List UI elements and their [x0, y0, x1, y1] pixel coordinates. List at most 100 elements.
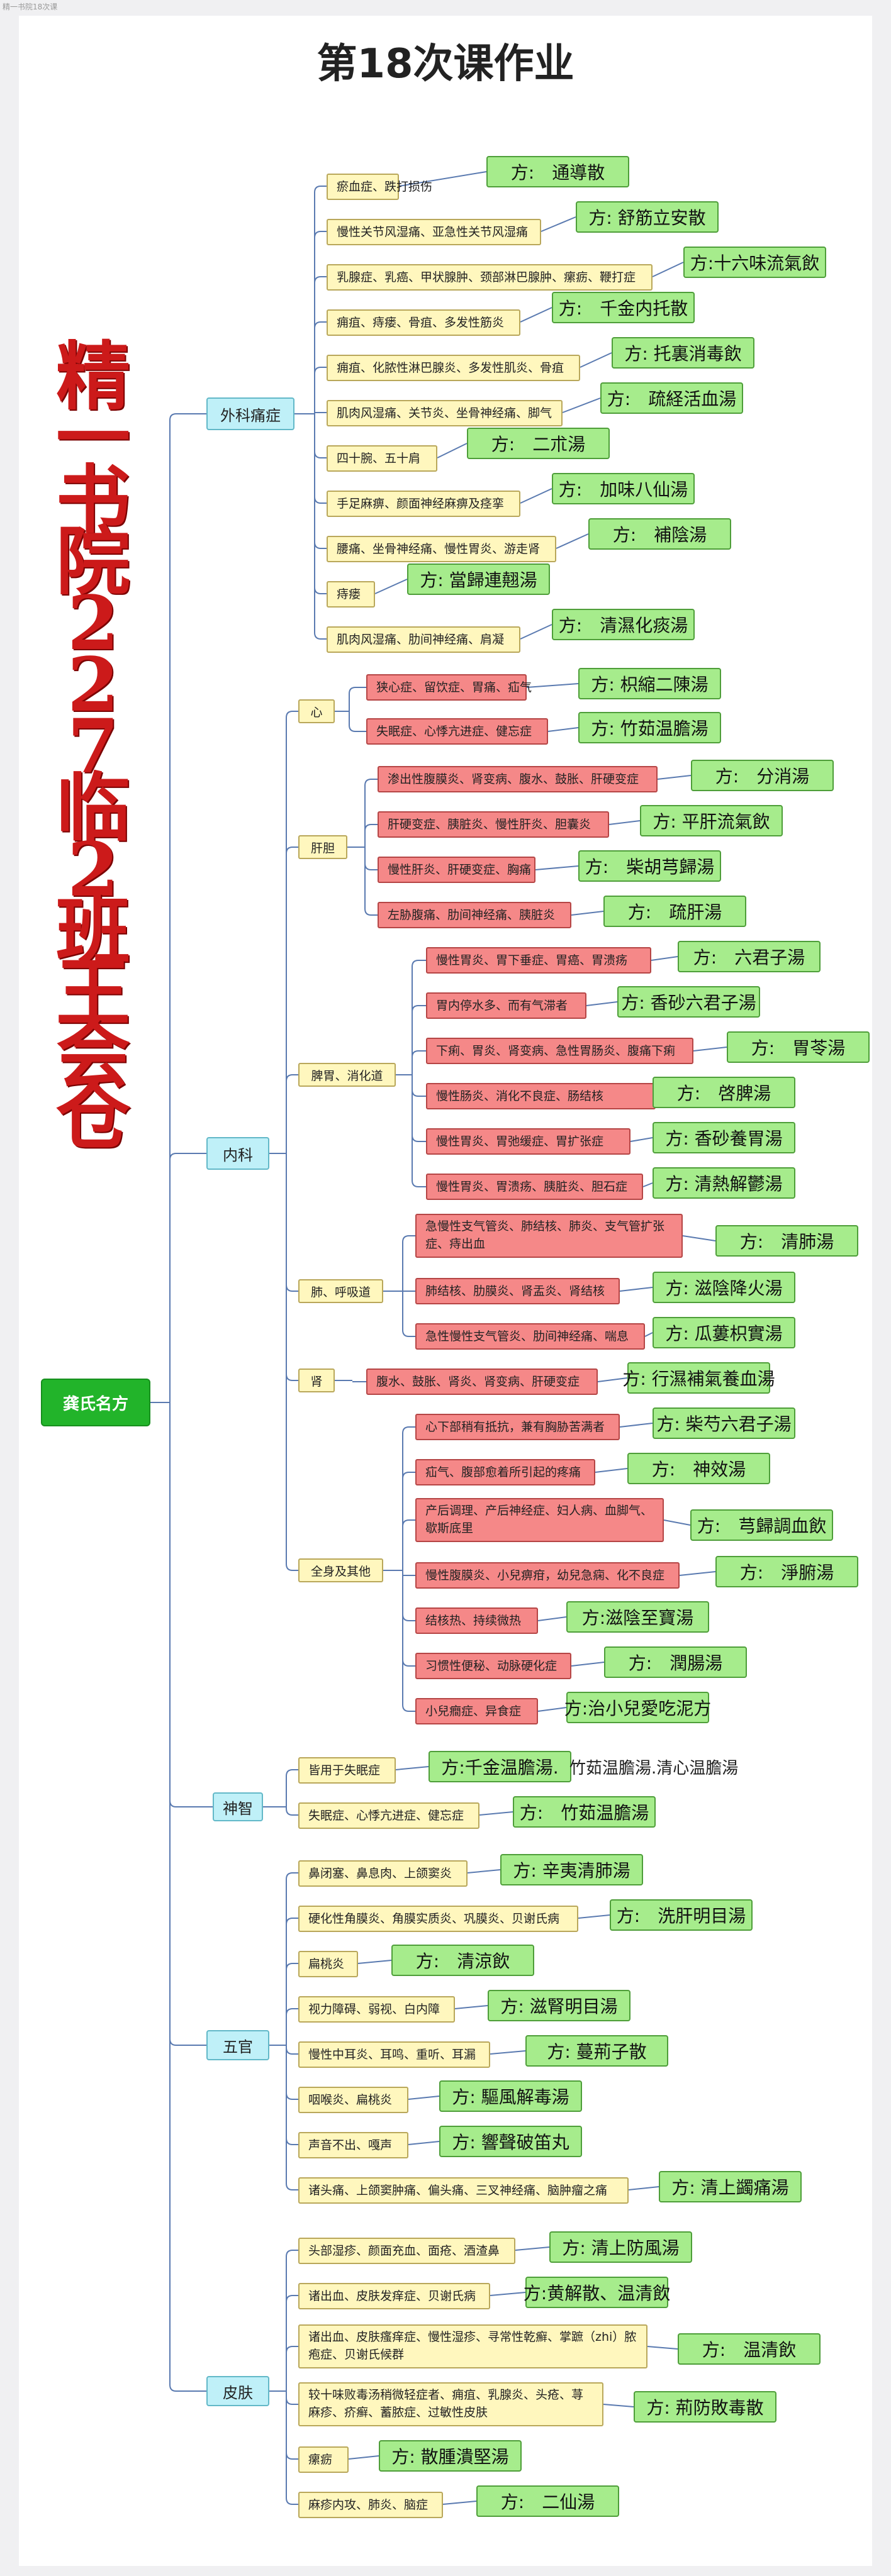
symptom-box: 急性慢性支气管炎、肋间神经痛、喘息: [415, 1323, 645, 1350]
connector: [437, 443, 468, 458]
prescription-box: 方: 通導散: [486, 156, 629, 187]
connector: [520, 624, 552, 640]
connector: [357, 1960, 392, 1964]
symptom-box: 慢性中耳炎、耳鸣、重听、耳漏: [298, 2041, 490, 2068]
prescription-box: 方: 補陰湯: [588, 518, 731, 550]
connector: [314, 321, 327, 414]
prescription-box: 方: 淨腑湯: [715, 1556, 858, 1587]
symptom-box: 肌肉风湿痛、肋间神经痛、肩凝: [327, 626, 520, 653]
symptom-box: 硬化性角膜炎、角膜实质炎、巩膜炎、贝谢氏病: [298, 1906, 578, 1932]
symptom-box: 胃内停水多、而有气滞者: [426, 992, 586, 1019]
symptom-box: 慢性肝炎、肝硬变症、胸痛: [378, 857, 535, 883]
connector: [490, 2292, 526, 2296]
connector: [578, 1914, 610, 1919]
connector: [348, 2455, 379, 2460]
prescription-box: 方: 二仙湯: [476, 2485, 619, 2517]
symptom-box: 失眠症、心悸亢进症、健忘症: [366, 718, 548, 745]
prescription-box: 方:治小兒愛吃泥方: [564, 1692, 711, 1723]
connector: [556, 533, 589, 549]
prescription-box: 方: 枳縮二陳湯: [578, 668, 721, 699]
symptom-box: 乳腺症、乳癌、甲状腺肿、颈部淋巴腺肿、瘰疬、鞭打症: [327, 264, 653, 291]
connector: [286, 1769, 298, 1807]
symptom-box: 左胁腹痛、肋间神经痛、胰脏炎: [378, 902, 571, 928]
connector: [169, 1153, 206, 1402]
symptom-box: 小兒癎症、异食症: [415, 1698, 538, 1724]
connector: [562, 397, 601, 413]
vertical-title-char: 2: [67, 579, 120, 667]
connector: [374, 579, 408, 594]
subcategory-node: 心: [298, 699, 335, 723]
symptom-box: 鼻闭塞、鼻息肉、上颌窦炎: [298, 1860, 468, 1887]
connector: [571, 1662, 605, 1667]
prescription-box: 方:十六味流氣飲: [683, 247, 826, 278]
prescription-box: 方: 散腫潰堅湯: [379, 2440, 522, 2472]
connector: [314, 414, 327, 640]
prescription-box: 方: 疏経活血湯: [600, 382, 743, 414]
prescription-box: 方: 疏肝湯: [603, 896, 746, 927]
connector: [402, 1291, 415, 1337]
connector: [402, 1235, 415, 1291]
prescription-box: 方: 潤腸湯: [604, 1646, 747, 1678]
prescription-box: 方: 清涼飲: [391, 1945, 534, 1976]
connector: [286, 1872, 298, 2045]
connector: [349, 687, 366, 711]
prescription-box: 方: 香砂六君子湯: [617, 986, 760, 1018]
connector: [364, 847, 378, 916]
vertical-title-char: 精: [55, 333, 130, 420]
connector: [395, 1766, 429, 1770]
vertical-title-char: 临: [55, 764, 130, 852]
connector: [467, 1869, 501, 1874]
vertical-title-char: 院: [55, 518, 130, 605]
prescription-box: 方:黄解散、温清飲: [524, 2277, 670, 2308]
connector: [169, 413, 206, 1402]
vertical-title-char: 一: [55, 394, 130, 482]
category-node: 内科: [206, 1137, 269, 1170]
connector: [408, 2141, 440, 2145]
connector: [608, 820, 641, 825]
connector: [314, 414, 327, 458]
connector: [642, 1182, 653, 1187]
symptom-box: 疝气、腹部愈着所引起的疼痛: [415, 1459, 595, 1485]
connector: [412, 1075, 426, 1187]
symptom-box: 心下部稍有抵抗，兼有胸胁苦满者: [415, 1414, 620, 1440]
connector: [314, 276, 327, 414]
connector: [537, 1616, 567, 1621]
prescription-box: 方: 清熱解鬱湯: [653, 1167, 795, 1199]
connector: [619, 1423, 653, 1428]
symptom-box: 下痢、胃炎、肾变病、急性胃肠炎、腹痛下痢: [426, 1038, 693, 1064]
connector: [286, 2045, 298, 2190]
connector: [286, 711, 298, 1153]
vertical-title-char: 2: [67, 826, 120, 913]
symptom-box: 失眠症、心悸亢进症、健忘症: [298, 1802, 479, 1829]
vertical-title-char: 会: [55, 1011, 130, 1098]
prescription-box: 方: 竹茹温膽湯: [513, 1796, 656, 1828]
connector: [286, 2045, 298, 2145]
connector: [286, 1153, 298, 1381]
symptom-box: 肌肉风湿痛、关节炎、坐骨神经痛、脚气: [327, 400, 563, 426]
prescription-box: 方: 香砂養胃湯: [653, 1122, 795, 1153]
connector: [402, 1570, 415, 1667]
symptom-box: 慢性关节风湿痛、亚急性关节风湿痛: [327, 219, 541, 245]
connector: [490, 2050, 526, 2055]
symptom-box: 瘰疬: [298, 2446, 349, 2473]
symptom-box: 慢性肠炎、消化不良症、肠结核: [426, 1083, 656, 1109]
prescription-box: 方: 當歸連翹湯: [407, 564, 550, 595]
symptom-box: 肝硬变症、胰脏炎、慢性肝炎、胆囊炎: [378, 811, 609, 838]
category-node: 神智: [213, 1792, 263, 1821]
symptom-box: 头部湿疹、颜面充血、面疮、酒渣鼻: [298, 2238, 515, 2264]
category-node: 外科痛症: [206, 397, 294, 430]
connector: [412, 1050, 426, 1075]
category-node: 五官: [206, 2030, 269, 2060]
symptom-box: 腰痛、坐骨神经痛、慢性胃炎、游走肾: [327, 536, 556, 562]
prescription-box: 方: 響聲破笛丸: [439, 2126, 582, 2157]
connector: [682, 1235, 716, 1241]
subcategory-node: 脾胃、消化道: [298, 1063, 396, 1087]
prescription-box: 方: 平肝流氣飲: [640, 805, 783, 836]
prescription-box: 方: 竹茹温膽湯: [578, 712, 721, 743]
prescription-box: 方: 胃苓湯: [727, 1031, 870, 1063]
prescription-box: 方: 清上蠲痛湯: [659, 2171, 802, 2202]
prescription-box: 方: 洗肝明目湯: [610, 1899, 753, 1931]
connector: [442, 2501, 477, 2505]
connector: [286, 2391, 298, 2505]
